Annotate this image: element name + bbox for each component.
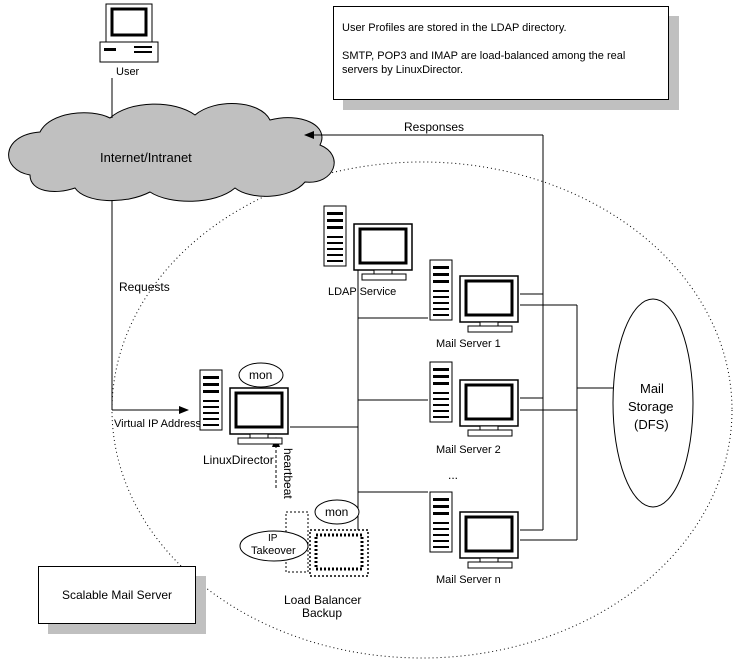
linuxdirector-label: LinuxDirector — [203, 453, 274, 467]
user-computer-icon — [99, 3, 159, 63]
cluster-boundary — [111, 161, 733, 659]
mail-server-n-label: Mail Server n — [436, 574, 501, 586]
mon-backup-label: mon — [325, 505, 349, 519]
storage-label-3: (DFS) — [634, 417, 669, 432]
ldap-label: LDAP Service — [328, 286, 397, 298]
lb-backup-label-1: Load Balancer — [284, 593, 362, 607]
internet-label: Internet/Intranet — [100, 150, 192, 165]
title-box: Scalable Mail Server — [38, 566, 196, 624]
heartbeat-label: heartbeat — [281, 448, 295, 499]
mail-server-dots: ... — [448, 468, 459, 482]
user-label: User — [116, 66, 140, 78]
load-balancer-backup-icon — [285, 511, 369, 577]
ip-takeover-label-2: Takeover — [251, 545, 296, 557]
virtual-ip-label: Virtual IP Address — [114, 418, 202, 430]
ip-takeover-label-1: IP — [268, 533, 278, 544]
lb-backup-label-2: Backup — [302, 606, 343, 620]
mon-director-label: mon — [249, 368, 273, 382]
storage-label-1: Mail — [640, 381, 664, 396]
mon-bubble-director — [238, 362, 284, 388]
note-ldap: User Profiles are stored in the LDAP dir… — [342, 22, 567, 34]
ip-takeover-bubble — [239, 530, 309, 562]
mail-server-1-label: Mail Server 1 — [436, 338, 501, 350]
mail-server-n-icon — [429, 491, 520, 570]
mon-bubble-backup — [314, 499, 360, 525]
mail-server-1-icon — [429, 259, 520, 334]
mail-server-2-icon — [429, 361, 520, 438]
note-balancing: SMTP, POP3 and IMAP are load-balanced am… — [342, 50, 626, 76]
diagram-title: Scalable Mail Server — [61, 588, 173, 602]
notes-box: User Profiles are stored in the LDAP dir… — [333, 6, 669, 100]
responses-label: Responses — [404, 120, 465, 134]
ldap-server-icon — [323, 205, 414, 282]
mail-server-2-label: Mail Server 2 — [436, 444, 501, 456]
mail-storage-ellipse — [612, 298, 694, 508]
internet-cloud — [8, 103, 335, 202]
storage-label-2: Storage — [628, 399, 674, 414]
requests-label: Requests — [119, 280, 170, 294]
